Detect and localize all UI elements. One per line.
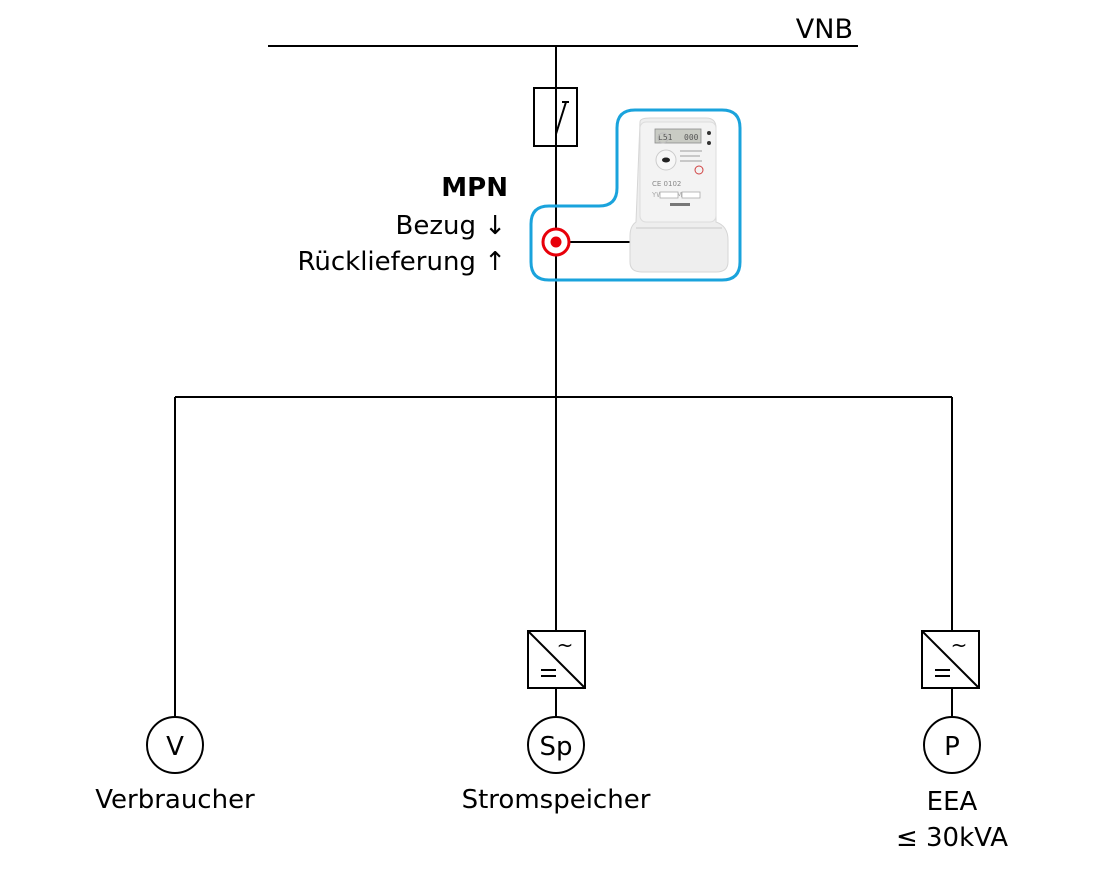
branch-generation: ~ P EEA ≤ 30kVA — [896, 397, 1008, 853]
ac-symbol: ~ — [951, 633, 968, 657]
svg-text:L51: L51 — [658, 133, 673, 142]
storage-symbol-icon[interactable] — [527, 716, 585, 774]
generator-label: EEA — [927, 787, 978, 817]
generator-symbol-icon[interactable] — [923, 716, 981, 774]
metering-point-marker-icon[interactable] — [541, 227, 571, 257]
svg-text:CE 0102: CE 0102 — [652, 180, 681, 188]
metering-highlight-outline — [529, 108, 742, 282]
export-label: Rücklieferung ↑ — [297, 247, 506, 277]
consumer-label: Verbraucher — [95, 785, 255, 815]
generator-capacity-label: ≤ 30kVA — [896, 823, 1008, 853]
branch-consumer: V Verbraucher — [95, 397, 255, 815]
branch-storage: ~ Sp Stromspeicher — [462, 397, 651, 815]
storage-symbol-text: Sp — [539, 732, 572, 762]
grid-label: VNB — [796, 14, 853, 45]
metering-point-title: MPN — [441, 173, 508, 203]
ac-symbol: ~ — [557, 633, 574, 657]
svg-text:000: 000 — [684, 133, 699, 142]
main-switch-icon — [533, 87, 578, 147]
inverter-icon[interactable]: ~ — [921, 630, 980, 689]
inverter-icon[interactable]: ~ — [527, 630, 586, 689]
smart-meter-icon[interactable]: L51 000 CE 0102 YWeEBM — [629, 117, 729, 273]
consumer-symbol-icon[interactable] — [146, 716, 204, 774]
generator-symbol-text: P — [944, 732, 960, 762]
storage-label: Stromspeicher — [462, 785, 651, 815]
import-label: Bezug ↓ — [395, 211, 506, 241]
consumer-symbol-text: V — [166, 732, 184, 762]
